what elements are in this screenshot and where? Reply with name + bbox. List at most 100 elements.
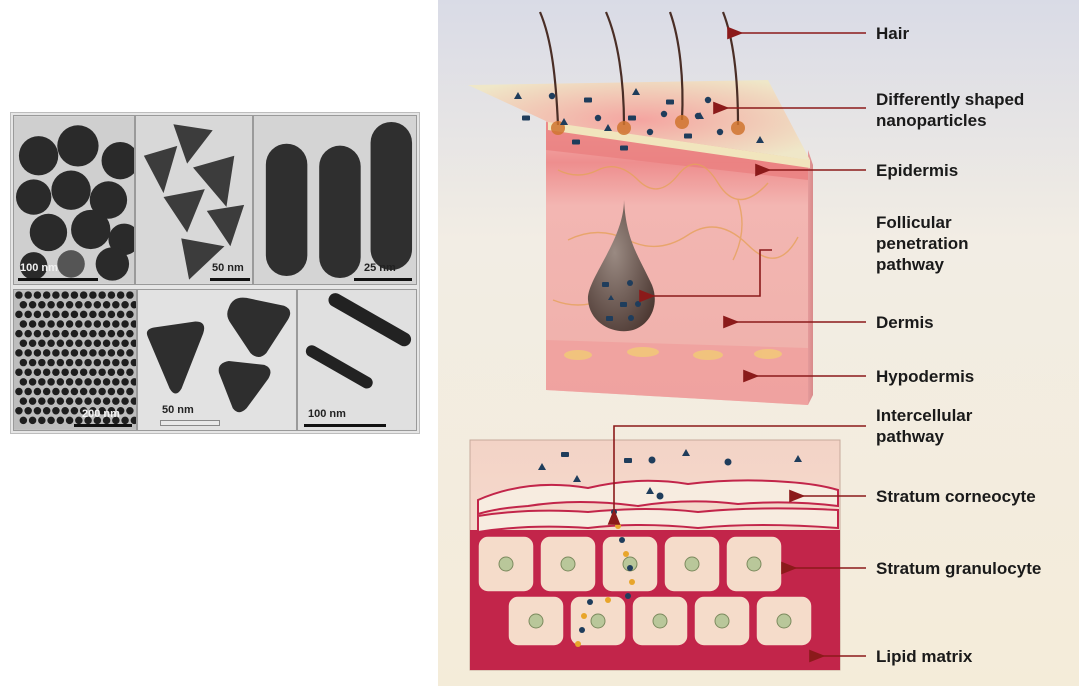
path-particle — [627, 565, 633, 571]
small-sphere — [126, 388, 133, 395]
scale-bar — [18, 278, 98, 281]
small-sphere — [71, 388, 78, 395]
path-particle — [579, 627, 585, 633]
label-dermis-text: Dermis — [876, 312, 934, 333]
small-sphere — [75, 359, 82, 366]
small-sphere — [24, 291, 31, 298]
label-hair-text: Hair — [876, 23, 909, 44]
tem-panel-spheres-small: 200 nm — [13, 289, 137, 431]
small-sphere — [103, 359, 110, 366]
sphere-particle — [705, 97, 711, 103]
small-sphere — [57, 378, 64, 385]
small-sphere — [71, 291, 78, 298]
sphere-particle — [695, 113, 701, 119]
small-sphere — [15, 330, 22, 337]
small-sphere — [52, 368, 59, 375]
small-sphere — [117, 368, 124, 375]
small-sphere — [38, 340, 45, 347]
tem-panel-triangles-small: 50 nm — [135, 115, 253, 285]
label-follicular: Follicular penetration pathway — [876, 212, 969, 275]
small-sphere — [15, 388, 22, 395]
tem-panel-triangles-large: 50 nm — [137, 289, 297, 431]
scale-label: 200 nm — [82, 408, 120, 420]
rod-particle — [572, 140, 580, 145]
small-sphere — [89, 291, 96, 298]
small-sphere — [38, 320, 45, 327]
small-sphere — [103, 397, 110, 404]
small-sphere — [126, 330, 133, 337]
small-sphere — [121, 378, 128, 385]
scale-label: 25 nm — [364, 262, 396, 274]
small-sphere — [84, 378, 91, 385]
small-sphere — [61, 368, 68, 375]
rod-particle — [522, 116, 530, 121]
small-sphere — [20, 340, 27, 347]
path-particle — [581, 613, 587, 619]
small-sphere — [84, 359, 91, 366]
small-sphere — [94, 340, 101, 347]
small-sphere — [43, 388, 50, 395]
small-sphere — [75, 378, 82, 385]
small-sphere — [43, 311, 50, 318]
small-sphere — [47, 378, 54, 385]
small-sphere — [15, 368, 22, 375]
small-sphere — [126, 311, 133, 318]
small-sphere — [117, 388, 124, 395]
small-sphere — [47, 417, 54, 424]
small-sphere — [89, 349, 96, 356]
small-sphere — [57, 417, 64, 424]
small-sphere — [24, 407, 31, 414]
small-sphere — [98, 291, 105, 298]
small-sphere — [52, 291, 59, 298]
small-sphere — [117, 311, 124, 318]
small-sphere — [126, 291, 133, 298]
tem-panel-rods-thick: 25 nm — [253, 115, 417, 285]
small-sphere — [57, 340, 64, 347]
label-epidermis: Epidermis — [876, 160, 958, 181]
skin-penetration-diagram: Hair Differently shaped nanoparticles Ep… — [438, 0, 1079, 686]
small-sphere — [117, 349, 124, 356]
label-nanoparticles-line2: nanoparticles — [876, 110, 1024, 131]
small-sphere — [43, 330, 50, 337]
small-sphere — [20, 359, 27, 366]
small-sphere — [66, 320, 73, 327]
rod-particle — [684, 134, 692, 139]
small-sphere — [47, 359, 54, 366]
scale-bar — [354, 278, 412, 281]
label-nanoparticles: Differently shaped nanoparticles — [876, 89, 1024, 131]
cell-nucleus — [685, 557, 699, 571]
sphere-particle — [549, 93, 555, 99]
small-sphere — [15, 407, 22, 414]
small-sphere — [24, 330, 31, 337]
small-sphere — [108, 388, 115, 395]
cell-nucleus — [715, 614, 729, 628]
sphere-particle — [595, 115, 601, 121]
small-sphere — [66, 417, 73, 424]
small-sphere — [121, 301, 128, 308]
small-sphere — [112, 397, 119, 404]
small-sphere — [43, 407, 50, 414]
small-sphere — [15, 291, 22, 298]
scale-label: 50 nm — [162, 404, 194, 416]
label-lipid-matrix: Lipid matrix — [876, 646, 972, 667]
small-sphere — [94, 301, 101, 308]
small-sphere — [112, 378, 119, 385]
label-intercellular-line1: Intercellular — [876, 405, 972, 426]
small-sphere — [71, 407, 78, 414]
small-sphere — [89, 388, 96, 395]
tem-panel-rods-thin: 100 nm — [297, 289, 417, 431]
small-sphere — [24, 311, 31, 318]
small-sphere — [57, 320, 64, 327]
small-sphere — [61, 349, 68, 356]
cell-nucleus — [561, 557, 575, 571]
path-particle — [629, 579, 635, 585]
small-sphere — [112, 320, 119, 327]
label-intercellular: Intercellular pathway — [876, 405, 972, 447]
path-particle — [619, 537, 625, 543]
small-sphere — [43, 368, 50, 375]
label-dermis: Dermis — [876, 312, 934, 333]
small-sphere — [103, 340, 110, 347]
small-sphere — [43, 349, 50, 356]
label-epidermis-text: Epidermis — [876, 160, 958, 181]
path-particle — [605, 597, 611, 603]
